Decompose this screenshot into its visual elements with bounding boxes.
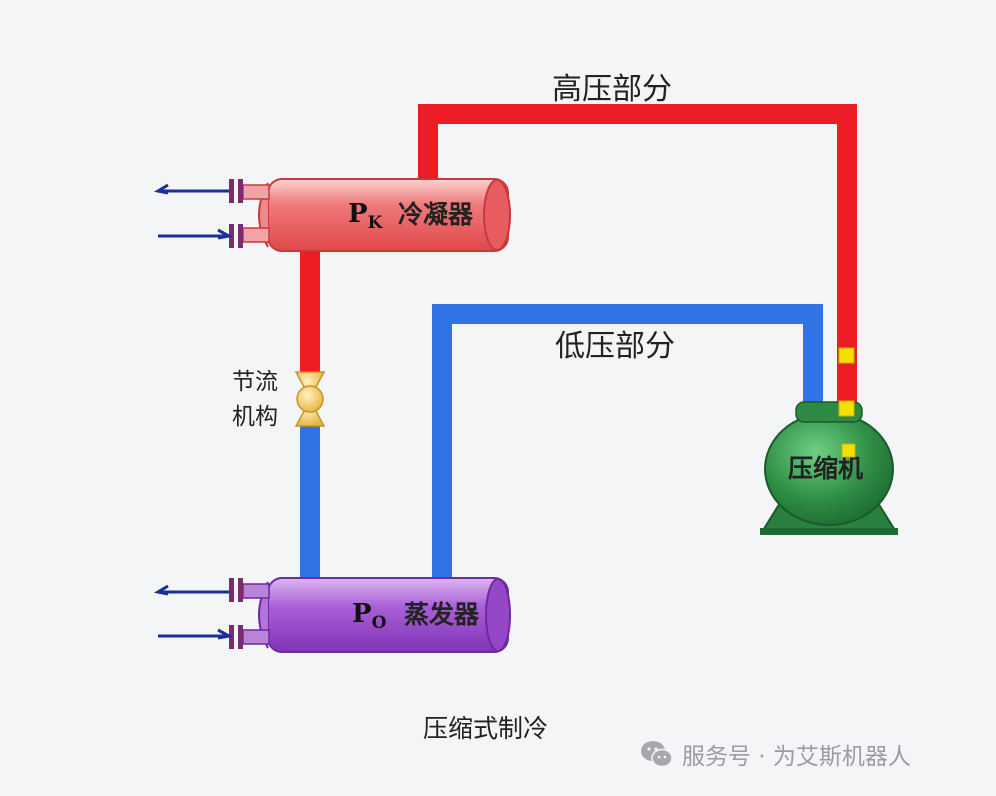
watermark: 服务号 · 为艾斯机器人 bbox=[640, 737, 911, 771]
evaporator-water-inlets bbox=[153, 578, 243, 649]
high-pressure-label: 高压部分 bbox=[552, 72, 672, 107]
compressor: 压缩机 bbox=[760, 401, 898, 535]
condenser-label: PK bbox=[348, 199, 384, 233]
low-pressure-pipe bbox=[300, 304, 823, 580]
low-pressure-label: 低压部分 bbox=[555, 329, 675, 364]
diagram-caption: 压缩式制冷 bbox=[423, 714, 548, 743]
evaporator: PO 蒸发器 bbox=[242, 577, 511, 653]
throttle-valve bbox=[294, 371, 326, 427]
evaporator-name: 蒸发器 bbox=[404, 600, 480, 629]
compressor-label: 压缩机 bbox=[788, 454, 863, 483]
condenser-name: 冷凝器 bbox=[398, 200, 474, 229]
condenser-water-inlets bbox=[153, 179, 243, 248]
watermark-text: 服务号 · 为艾斯机器人 bbox=[682, 744, 911, 770]
evaporator-label: PO bbox=[352, 599, 387, 633]
wechat-icon bbox=[641, 741, 673, 768]
throttle-label-line2: 机构 bbox=[232, 404, 278, 430]
high-pressure-pipe bbox=[300, 104, 857, 410]
pressure-sensor-markers bbox=[838, 347, 856, 458]
throttle-label-line1: 节流 bbox=[232, 369, 278, 395]
condenser: PK 冷凝器 bbox=[242, 178, 511, 252]
